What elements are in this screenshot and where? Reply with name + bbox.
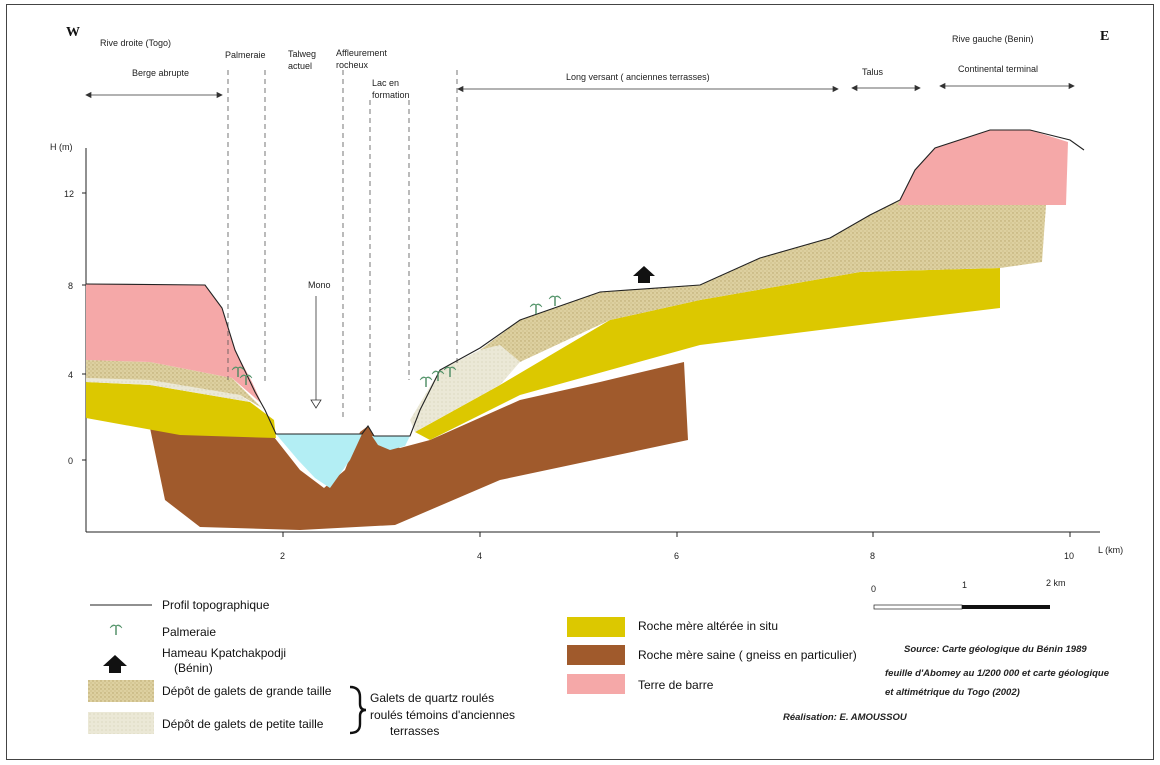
house-arrow-icon <box>103 655 127 673</box>
palm-icon <box>419 376 433 388</box>
legend-brace <box>349 685 367 735</box>
x-tick-6: 6 <box>674 551 679 561</box>
zone-continental: Continental terminal <box>958 64 1038 74</box>
water-mono <box>276 434 362 488</box>
zone-affleurement-2: rocheux <box>336 60 369 70</box>
house-arrow-icon <box>633 266 655 283</box>
legend-swatch-terre-barre <box>567 674 625 694</box>
legend-swatch-galets-grande <box>88 680 154 702</box>
legend-label-terre-barre: Terre de barre <box>638 678 714 692</box>
legend-swatch-roche-saine <box>567 645 625 665</box>
palm-icon <box>109 624 123 636</box>
legend-label-hameau-2: (Bénin) <box>174 661 213 675</box>
zone-long-versant: Long versant ( anciennes terrasses) <box>566 72 710 82</box>
y-tick-0: 0 <box>68 456 73 466</box>
mono-arrow-head <box>310 399 322 409</box>
zone-lac-2: formation <box>372 90 410 100</box>
y-tick-8: 8 <box>68 281 73 291</box>
scale-bar-black <box>962 605 1050 609</box>
x-tick-10: 10 <box>1064 551 1074 561</box>
x-tick-4: 4 <box>477 551 482 561</box>
terre-de-barre-left <box>86 284 262 404</box>
legend-brace-line-1: Galets de quartz roulés <box>370 691 494 705</box>
legend-brace-line-3: terrasses <box>390 724 439 738</box>
roche-mere-saine-layer <box>150 362 688 530</box>
roche-mere-alteree-right <box>415 268 1000 440</box>
galets-grande-right <box>480 200 1046 362</box>
scale-bar-white <box>873 604 963 610</box>
rive-gauche-label: Rive gauche (Benin) <box>952 34 1034 44</box>
zone-berge-abrupte: Berge abrupte <box>132 68 189 78</box>
palm-icon <box>548 295 562 307</box>
west-label: W <box>66 25 80 40</box>
zone-affleurement-1: Affleurement <box>336 48 387 58</box>
water-lac <box>372 436 410 450</box>
zone-arrows <box>85 82 1075 99</box>
rive-droite-label: Rive droite (Togo) <box>100 38 171 48</box>
legend-label-galets-petite: Dépôt de galets de petite taille <box>162 717 324 731</box>
y-axis-label: H (m) <box>50 142 73 152</box>
scale-zero: 0 <box>871 584 876 594</box>
source-line-1: Source: Carte géologique du Bénin 1989 <box>904 644 1087 655</box>
source-line-3: et altimétrique du Togo (2002) <box>885 687 1020 698</box>
legend-label-profil: Profil topographique <box>162 598 270 612</box>
legend-swatch-roche-alteree <box>567 617 625 637</box>
legend-label-palmeraie: Palmeraie <box>162 625 216 639</box>
scale-two: 2 km <box>1046 578 1066 588</box>
zone-palmeraie: Palmeraie <box>225 50 266 60</box>
zone-talweg-2: actuel <box>288 61 312 71</box>
mono-label: Mono <box>308 280 331 290</box>
scale-one: 1 <box>962 580 967 590</box>
source-line-2: feuille d'Abomey au 1/200 000 et carte g… <box>885 668 1110 679</box>
zone-talus: Talus <box>862 67 884 77</box>
topographic-profile-line <box>85 129 1085 437</box>
zone-talweg-1: Talweg <box>288 49 316 59</box>
x-tick-8: 8 <box>870 551 875 561</box>
galets-grande-left <box>86 360 262 408</box>
legend-label-roche-saine: Roche mère saine ( gneiss en particulier… <box>638 648 857 662</box>
terre-de-barre-right <box>898 130 1068 205</box>
galets-petite-left <box>86 378 262 410</box>
legend-label-roche-alteree: Roche mère altérée in situ <box>638 619 778 633</box>
legend-label-hameau-1: Hameau Kpatchakpodji <box>162 646 286 660</box>
roche-mere-alteree-left <box>86 382 276 438</box>
zone-boundaries <box>227 70 458 420</box>
east-label: E <box>1100 29 1109 44</box>
x-tick-2: 2 <box>280 551 285 561</box>
y-tick-4: 4 <box>68 370 73 380</box>
x-axis-label: L (km) <box>1098 545 1123 555</box>
realisation-credit: Réalisation: E. AMOUSSOU <box>783 712 908 723</box>
zone-lac-1: Lac en <box>372 78 399 88</box>
legend-label-galets-grande: Dépôt de galets de grande taille <box>162 684 332 698</box>
galets-petite-right <box>410 345 520 432</box>
legend-swatch-galets-petite <box>88 712 154 734</box>
legend-brace-line-2: roulés témoins d'anciennes <box>370 708 515 722</box>
y-tick-12: 12 <box>64 189 74 199</box>
